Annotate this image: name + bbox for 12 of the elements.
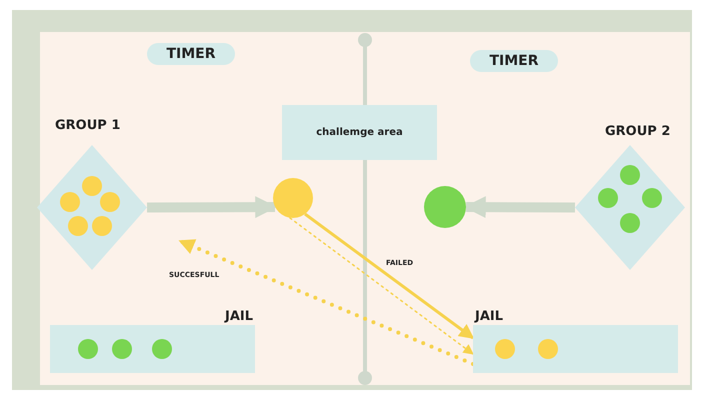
arrow [178,239,475,366]
group-heading: GROUP 2 [605,124,670,139]
arrow [146,196,278,218]
arrow [304,212,474,340]
jail-heading: JAIL [475,309,504,324]
arrow [289,217,474,355]
challenge-area-box: challemge area [282,105,437,160]
jail-heading: JAIL [225,309,254,324]
group-heading: GROUP 1 [55,118,120,133]
arrow [464,196,576,218]
timer-label: TIMER [147,43,235,65]
timer-label: TIMER [470,50,558,72]
